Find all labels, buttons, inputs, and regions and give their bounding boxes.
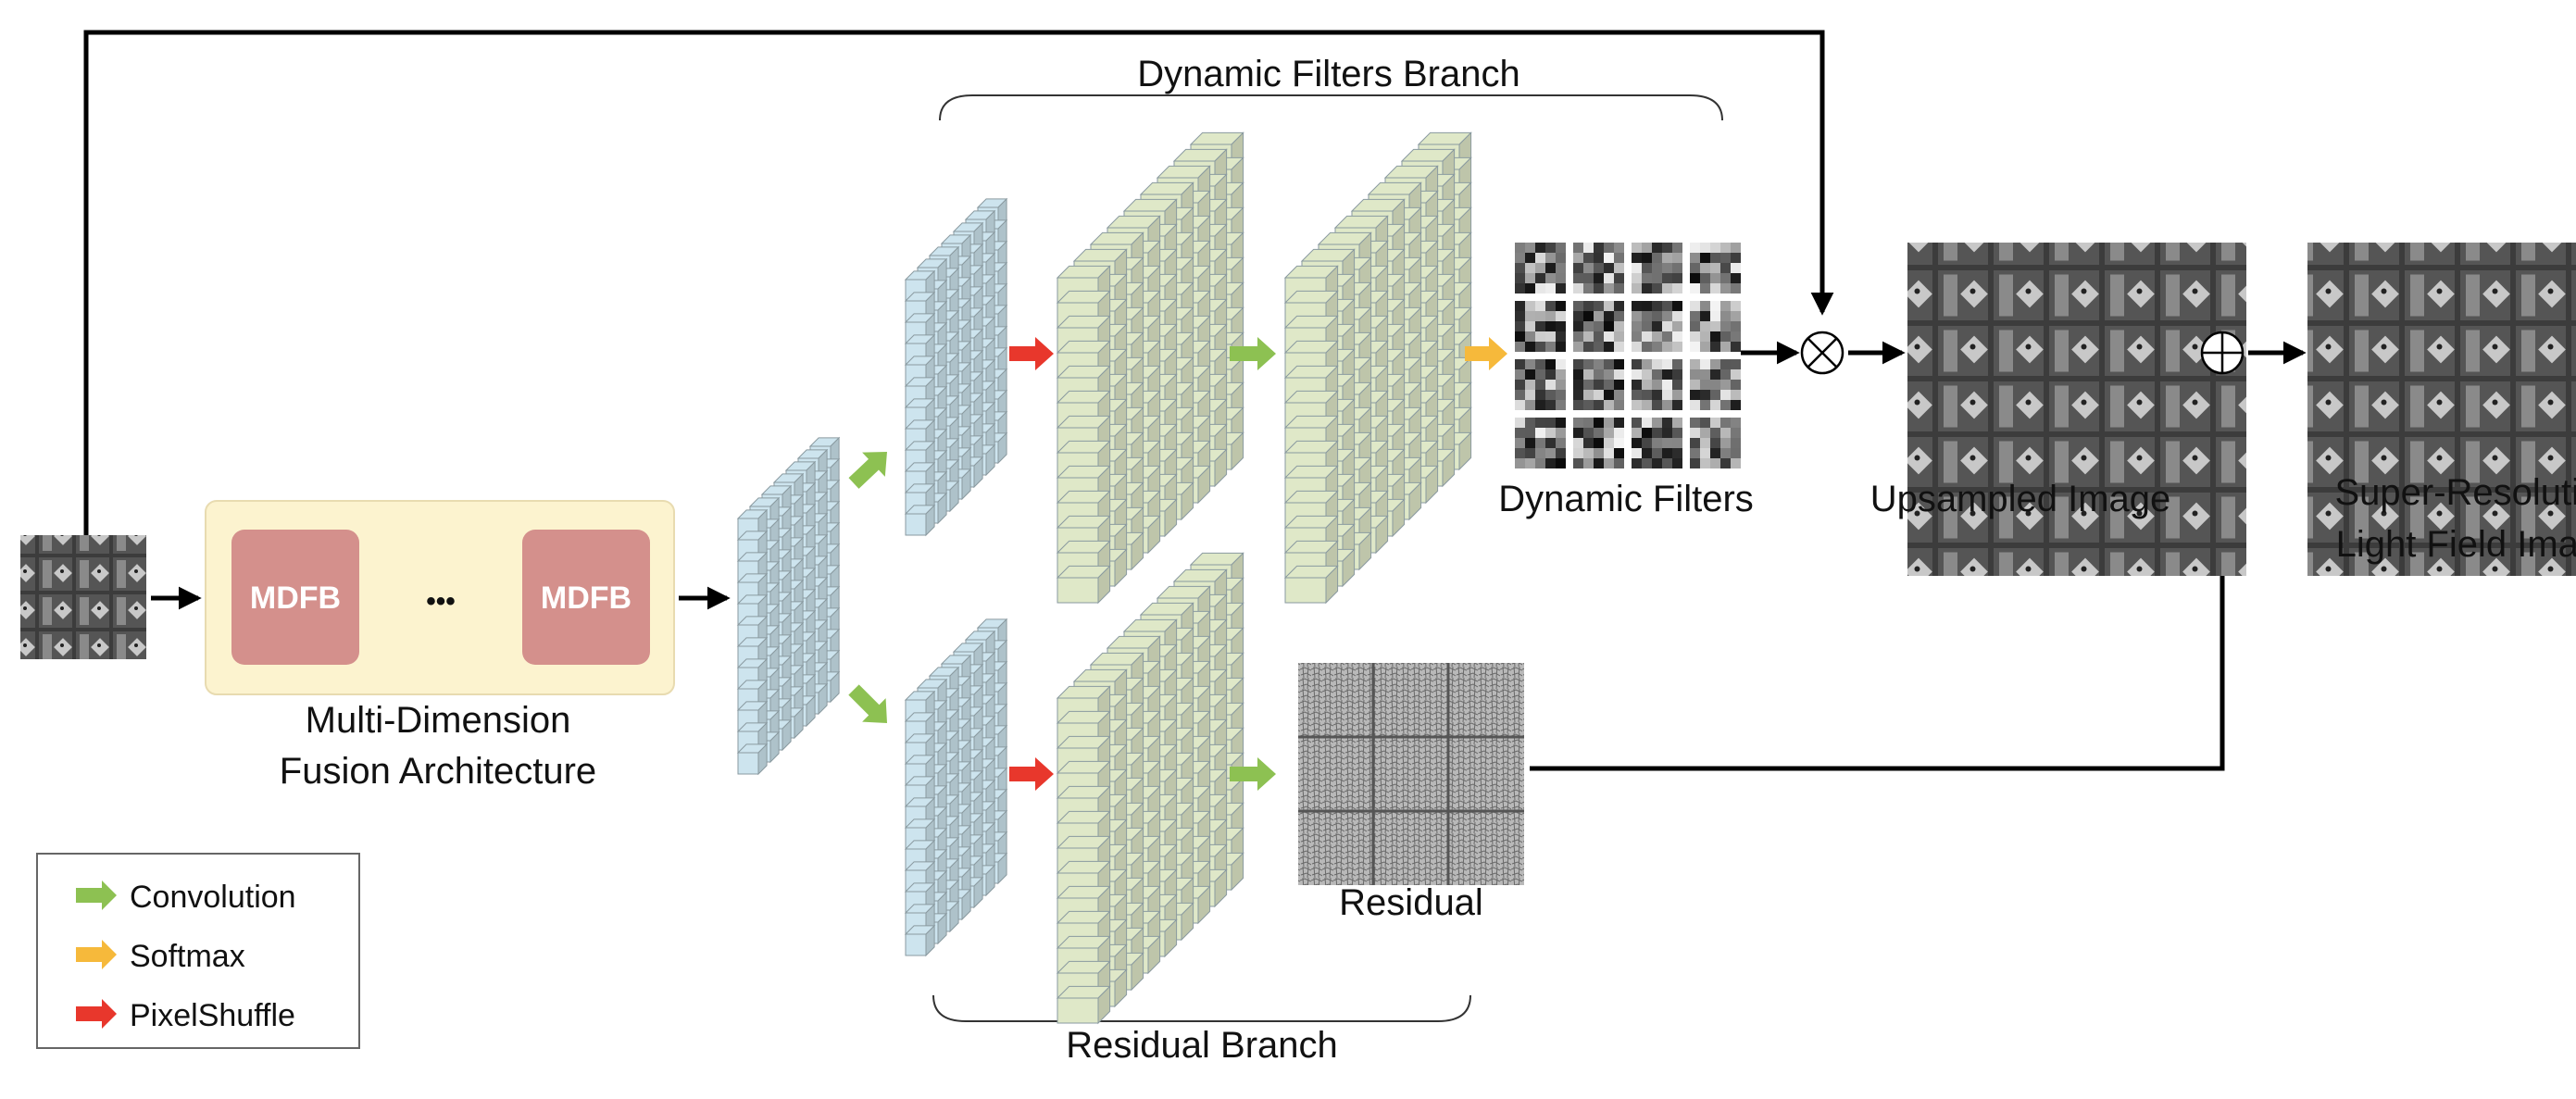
- legend-label: Softmax: [130, 939, 245, 974]
- filter-kernel: [1515, 359, 1566, 410]
- filter-kernel: [1573, 243, 1624, 293]
- shared-feature-stack: [736, 436, 841, 776]
- legend-label: PixelShuffle: [130, 998, 295, 1033]
- convolution-arrow-down: [848, 684, 888, 724]
- filter-kernel: [1573, 301, 1624, 352]
- mdfb-label-2: MDFB: [541, 581, 631, 616]
- legend-label: Convolution: [130, 880, 296, 915]
- filter-kernel: [1690, 243, 1741, 293]
- residual-image: [1298, 663, 1524, 885]
- skip-connection-line: [83, 30, 1834, 535]
- residual-branch-brace: [932, 994, 1471, 1022]
- pixelshuffle-arrow-dynamic: [1009, 337, 1054, 370]
- legend-arrow-icon: [76, 880, 117, 910]
- input-light-field-image: [20, 535, 146, 659]
- residual-branch-green-stack: [1056, 552, 1244, 1025]
- convolution-arrow-up: [848, 452, 888, 489]
- mdfb-block-2: [522, 530, 650, 665]
- filter-kernel: [1573, 359, 1624, 410]
- dynamic-branch-label: Dynamic Filters Branch: [1137, 54, 1519, 94]
- filter-kernel: [1690, 359, 1741, 410]
- convolution-arrow-dynamic: [1230, 337, 1276, 370]
- legend-item: Convolution: [76, 880, 296, 915]
- fusion-label-line1: Multi-Dimension: [306, 700, 571, 741]
- mdfb-label-1: MDFB: [250, 581, 341, 616]
- legend-arrow-icon: [76, 999, 117, 1029]
- super-resolution-image: [2307, 243, 2576, 576]
- filter-kernel: [1515, 418, 1566, 468]
- residual-label: Residual: [1339, 882, 1483, 923]
- legend-item: PixelShuffle: [76, 998, 295, 1033]
- legend-item: Softmax: [76, 939, 245, 974]
- upsampled-image: [1907, 243, 2246, 576]
- fusion-label-line2: Fusion Architecture: [280, 751, 596, 792]
- mdfb-block-1: [231, 530, 359, 665]
- convolution-arrow-residual: [1230, 757, 1276, 791]
- residual-branch-label: Residual Branch: [1066, 1025, 1338, 1066]
- sr-label-line1: Super-Resolution: [2334, 472, 2576, 513]
- mdfb-ellipsis: •••: [426, 586, 456, 617]
- dynamic-filters-grid: [1515, 243, 1741, 468]
- filter-kernel: [1690, 418, 1741, 468]
- filter-kernel: [1632, 359, 1682, 410]
- dynamic-branch-green-stack-2: [1283, 131, 1472, 605]
- filter-kernel: [1632, 418, 1682, 468]
- filter-kernel: [1515, 301, 1566, 352]
- filter-kernel: [1573, 418, 1624, 468]
- dynamic-branch-brace: [939, 94, 1723, 121]
- softmax-arrow: [1465, 337, 1507, 370]
- dynamic-filters-label: Dynamic Filters: [1498, 479, 1754, 519]
- pixelshuffle-arrow-residual: [1009, 757, 1054, 791]
- dynamic-branch-blue-stack: [904, 197, 1008, 537]
- residual-branch-blue-stack: [904, 618, 1008, 957]
- sr-label-line2: Light Field Image: [2336, 524, 2576, 565]
- upsampled-label: Upsampled Image: [1870, 479, 2171, 519]
- filter-kernel: [1515, 243, 1566, 293]
- filter-kernel: [1632, 243, 1682, 293]
- add-node: [2200, 331, 2245, 375]
- legend-arrow-icon: [76, 940, 117, 969]
- dynamic-branch-green-stack-1: [1056, 131, 1244, 605]
- multiply-node: [1800, 331, 1844, 375]
- filter-kernel: [1690, 301, 1741, 352]
- filter-kernel: [1632, 301, 1682, 352]
